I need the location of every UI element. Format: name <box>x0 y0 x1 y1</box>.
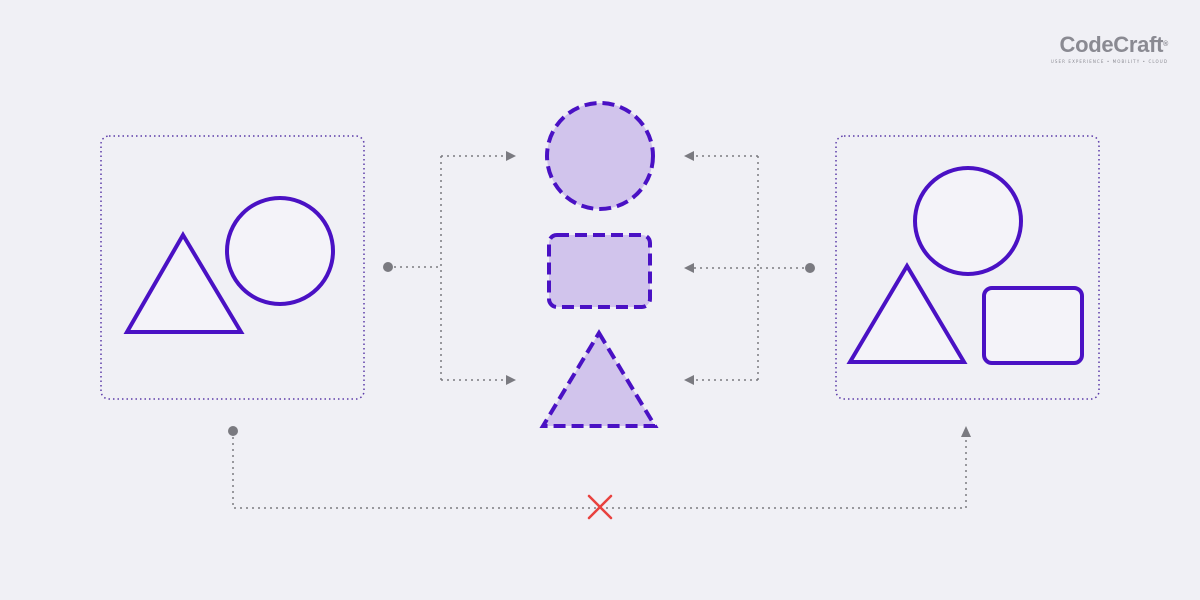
right-panel-frame <box>835 135 1100 400</box>
center-part-triangle <box>539 329 659 428</box>
brand-logo: CodeCraft® USER EXPERIENCE • MOBILITY • … <box>1050 32 1169 65</box>
logo-tagline: USER EXPERIENCE • MOBILITY • CLOUD <box>1050 59 1168 64</box>
right-panel-circle <box>913 166 1023 276</box>
arrow-from-right-to-triangle-part <box>684 375 694 385</box>
logo-wordmark: CodeCraft® <box>1051 32 1169 57</box>
bottom-connector-origin-dot <box>228 426 238 436</box>
right-panel-rectangle <box>982 286 1084 365</box>
right-connector-origin-dot <box>805 263 815 273</box>
left-panel-triangle <box>123 231 245 334</box>
left-panel-frame <box>100 135 365 400</box>
arrow-to-triangle-part <box>506 375 516 385</box>
right-panel-triangle <box>846 262 968 364</box>
cross-icon <box>587 494 613 520</box>
logo-name-text: CodeCraft <box>1059 32 1164 57</box>
registered-mark: ® <box>1163 41 1168 48</box>
left-connector-origin-dot <box>383 262 393 272</box>
direct-connection-line <box>232 431 967 509</box>
arrow-up-to-right-panel <box>961 426 971 437</box>
arrow-from-right-to-rectangle-part <box>684 263 694 273</box>
arrow-from-right-to-circle-part <box>684 151 694 161</box>
left-to-parts-connectors <box>388 155 508 381</box>
left-panel-circle <box>225 196 335 306</box>
arrow-to-circle-part <box>506 151 516 161</box>
right-to-parts-connectors <box>692 155 810 381</box>
center-part-rectangle <box>547 233 652 309</box>
center-part-circle <box>545 101 655 211</box>
